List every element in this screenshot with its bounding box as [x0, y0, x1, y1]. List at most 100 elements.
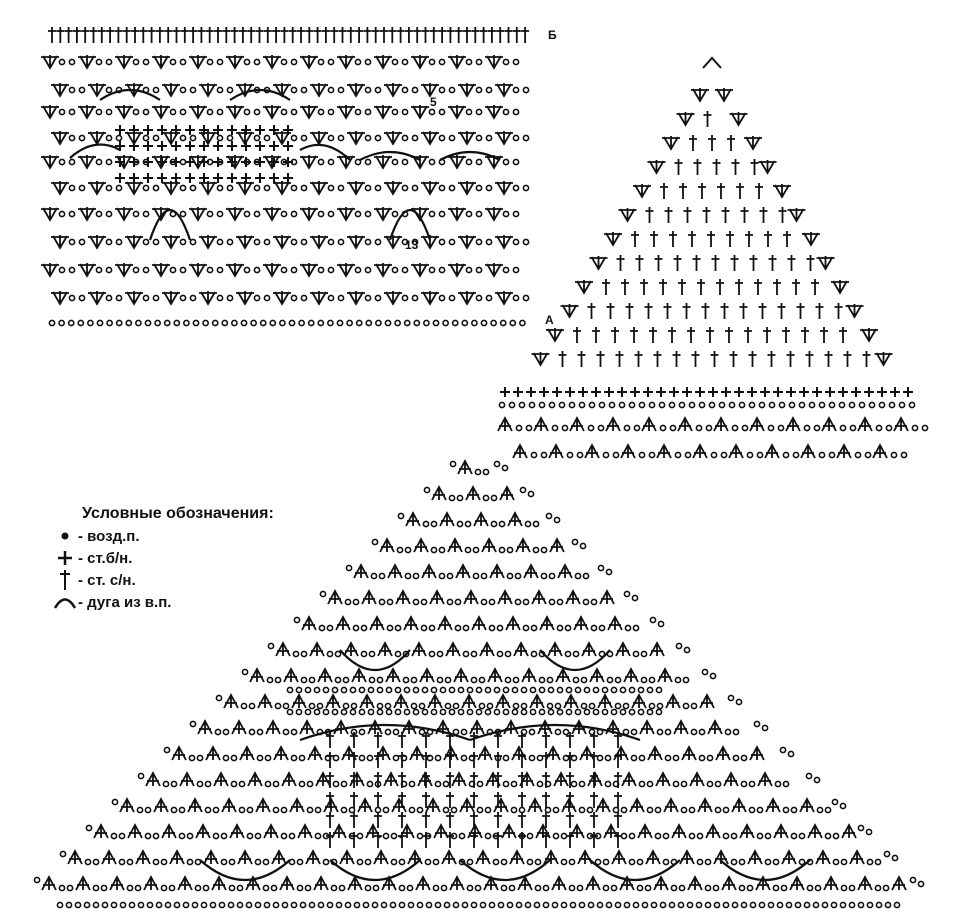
shell-stitch: [369, 615, 385, 631]
chain-stitch: [475, 210, 483, 218]
chain-stitch: [641, 901, 649, 909]
chain-stitch: [753, 720, 761, 728]
shell-stitch: [384, 235, 402, 250]
chain-stitch: [216, 294, 224, 302]
chain-stitch: [337, 238, 345, 246]
arc-count-label: 5: [430, 95, 437, 109]
chain-stitch: [614, 901, 622, 909]
shell-stitch: [263, 55, 281, 70]
chain-stitch: [408, 806, 416, 814]
chain-stitch: [401, 184, 409, 192]
chain-stitch: [296, 858, 304, 866]
double-crochet: [717, 183, 725, 199]
shell-stitch: [485, 207, 503, 222]
chain-stitch: [262, 884, 270, 892]
single-crochet: [838, 387, 848, 397]
chain-stitch: [126, 858, 134, 866]
chain-stitch: [372, 884, 380, 892]
double-crochet: [635, 255, 644, 271]
shell-stitch: [569, 416, 585, 432]
shell-stitch: [605, 416, 621, 432]
single-crochet: [760, 387, 770, 397]
single-crochet: [241, 173, 251, 183]
shell-stitch: [891, 875, 907, 891]
chain-stitch: [421, 686, 429, 694]
shell-stitch: [465, 485, 481, 501]
shell-stitch: [857, 875, 873, 891]
chain-stitch: [480, 319, 488, 327]
chain-stitch: [230, 780, 238, 788]
chain-stitch: [772, 884, 780, 892]
chain-stitch: [785, 901, 793, 909]
chain-arc: [339, 649, 411, 672]
shell-stitch: [603, 823, 619, 839]
shell-stitch: [443, 745, 459, 761]
chain-stitch: [776, 901, 784, 909]
chain-stitch: [374, 184, 382, 192]
chain-stitch: [490, 319, 497, 327]
shell-stitch: [361, 589, 377, 605]
chain-stitch: [212, 832, 220, 840]
chain-stitch: [909, 876, 917, 884]
double-crochet: [616, 255, 625, 271]
double-crochet: [494, 832, 502, 848]
single-crochet: [129, 173, 139, 183]
chain-stitch: [518, 401, 526, 409]
chain-stitch: [601, 686, 609, 694]
chain-stitch: [714, 806, 722, 814]
chain-stitch: [630, 754, 638, 762]
chain-stitch: [511, 686, 519, 694]
shell-stitch: [263, 263, 281, 278]
chain-stitch: [179, 134, 187, 142]
double-crochet: [693, 159, 702, 175]
double-crochet: [205, 27, 214, 43]
chain-stitch: [401, 238, 409, 246]
chain-stitch: [290, 754, 298, 762]
chain-stitch: [565, 708, 573, 716]
legend-title: Условные обозначения:: [82, 505, 274, 522]
shell-stitch: [475, 849, 491, 865]
double-crochet: [750, 159, 759, 175]
double-crochet: [650, 231, 658, 247]
chain-stitch: [243, 58, 251, 66]
chain-stitch: [718, 401, 726, 409]
chain-stitch: [458, 858, 466, 866]
double-crochet: [542, 792, 550, 808]
double-crochet: [692, 255, 701, 271]
shell-stitch: [713, 416, 729, 432]
double-crochet: [614, 792, 622, 808]
chain-stitch: [878, 401, 886, 409]
single-crochet: [157, 157, 167, 167]
shell-stitch: [857, 416, 873, 432]
chain-stitch: [485, 86, 493, 94]
chain-stitch: [394, 650, 402, 658]
chain-stitch: [547, 708, 555, 716]
single-crochet: [526, 387, 536, 397]
double-crochet: [673, 255, 682, 271]
chain-stitch: [282, 702, 290, 710]
double-crochet: [398, 732, 406, 748]
single-crochet: [903, 387, 913, 397]
chain-stitch: [354, 108, 362, 116]
shell-stitch: [337, 105, 355, 120]
chain-stitch: [216, 134, 224, 142]
chain-stitch: [394, 319, 401, 327]
chain-stitch: [675, 642, 683, 650]
chain-stitch: [274, 676, 282, 684]
chain-stitch: [538, 708, 546, 716]
chain-stitch: [500, 884, 508, 892]
chain-stitch: [608, 401, 616, 409]
chain-stitch: [484, 708, 492, 716]
double-crochet: [787, 255, 796, 271]
chain-stitch: [633, 424, 641, 432]
shell-stitch: [495, 235, 513, 250]
shell-stitch: [179, 771, 195, 787]
chain-stitch: [100, 884, 108, 892]
chain-stitch: [588, 401, 596, 409]
chain-stitch: [891, 854, 899, 862]
chain-stitch: [512, 676, 520, 684]
chain-stitch: [428, 210, 436, 218]
chain-stitch: [648, 401, 656, 409]
shell-stitch: [485, 105, 503, 120]
single-crochet: [143, 125, 153, 135]
